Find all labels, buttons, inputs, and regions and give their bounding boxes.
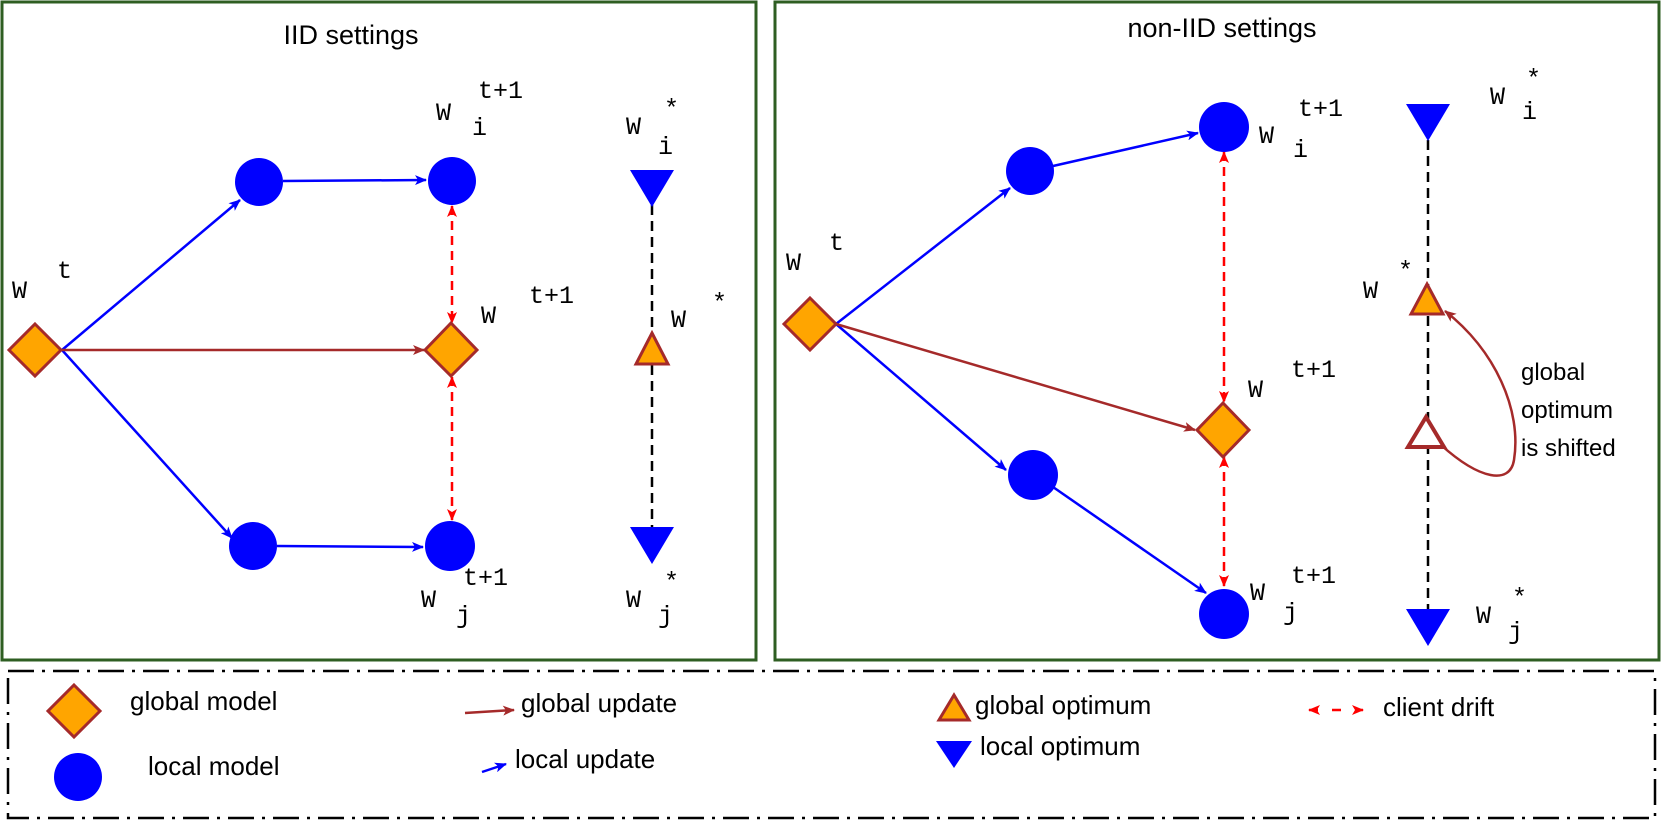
noniid-label-wi-star-main: W xyxy=(1490,83,1505,112)
iid-global-optimum xyxy=(633,329,671,366)
legend-global-model-icon xyxy=(45,682,103,740)
noniid-label-wt-main: W xyxy=(786,249,801,278)
noniid-label-wi-star-sub: i xyxy=(1522,98,1537,127)
noniid-global-model-wt1 xyxy=(1194,400,1252,460)
iid-local-model-wj xyxy=(425,521,475,571)
iid-local-update-arrow-j xyxy=(276,541,424,552)
iid-label-wj-t1-sup: t+1 xyxy=(463,564,508,593)
noniid-annotation-line-2: optimum xyxy=(1521,397,1613,424)
noniid-global-model-wt xyxy=(781,295,839,353)
iid-label-wi-t1-main: W xyxy=(436,99,451,128)
legend-global-update-label: global update xyxy=(521,688,677,718)
iid-label-wi-t1-sub: i xyxy=(472,114,487,143)
noniid-shifted-optimum xyxy=(1404,413,1448,449)
noniid-label-wi-t1-sub: i xyxy=(1293,136,1308,165)
noniid-local-optimum-i xyxy=(1406,104,1450,141)
noniid-local-model-wi xyxy=(1199,102,1249,152)
noniid-label-w-t1-sup: t+1 xyxy=(1291,356,1336,385)
noniid-local-update-arrow-j xyxy=(1052,485,1207,595)
iid-local-model-upper xyxy=(235,158,283,206)
iid-label-w-star-sup: * xyxy=(712,289,727,318)
legend-local-model-label: local model xyxy=(148,751,280,781)
iid-panel: IID settings W t W t+1 i W t+1 W t+1 j W… xyxy=(0,0,758,662)
noniid-label-wi-t1-main: W xyxy=(1259,122,1274,151)
noniid-annotation-line-3: is shifted xyxy=(1521,435,1616,462)
noniid-label-w-t1-main: W xyxy=(1248,376,1263,405)
legend-local-model-icon xyxy=(54,753,102,801)
iid-local-update-arrow-upper xyxy=(61,199,241,351)
noniid-local-optimum-j xyxy=(1406,609,1450,646)
noniid-label-wi-t1-sup: t+1 xyxy=(1298,95,1343,124)
legend-global-model-label: global model xyxy=(130,686,277,716)
legend-client-drift-label: client drift xyxy=(1383,692,1495,722)
noniid-label-wj-t1-main: W xyxy=(1250,579,1265,608)
iid-global-model-wt xyxy=(6,321,64,379)
noniid-label-w-star-main: W xyxy=(1363,277,1378,306)
iid-local-optimum-j xyxy=(630,527,674,564)
iid-panel-border xyxy=(0,0,758,662)
iid-label-w-star-main: W xyxy=(671,306,686,335)
noniid-label-wj-star-sub: j xyxy=(1508,618,1523,647)
noniid-local-update-arrow-i xyxy=(1052,130,1199,168)
noniid-panel: non-IID settings W t W t+1 i W t+1 W t+1… xyxy=(773,0,1661,662)
noniid-local-update-arrow-lower xyxy=(835,323,1007,471)
iid-label-wt-main: W xyxy=(12,277,27,306)
iid-local-optimum-i xyxy=(630,170,674,207)
noniid-annotation-line-1: global xyxy=(1521,359,1585,386)
noniid-panel-border xyxy=(773,0,1661,662)
iid-global-model-wt1 xyxy=(422,320,480,379)
iid-label-wj-t1-main: W xyxy=(421,586,436,615)
iid-label-wi-t1-sup: t+1 xyxy=(478,77,523,106)
iid-label-wi-star-sup: * xyxy=(664,95,679,124)
legend-local-optimum-icon xyxy=(936,741,972,768)
iid-label-w-t1-sup: t+1 xyxy=(529,282,574,311)
iid-local-update-arrow-i xyxy=(282,175,427,186)
noniid-global-update-arrow xyxy=(835,322,1196,432)
legend-global-update-icon xyxy=(464,705,515,716)
legend-global-optimum-label: global optimum xyxy=(975,690,1151,720)
legend-local-update-label: local update xyxy=(515,744,655,774)
noniid-local-update-arrow-upper xyxy=(835,187,1011,325)
noniid-label-wj-t1-sub: j xyxy=(1283,599,1298,628)
noniid-global-optimum xyxy=(1408,280,1446,316)
legend-border xyxy=(6,669,1657,820)
noniid-local-model-upper xyxy=(1006,147,1054,195)
iid-label-wt-sup: t xyxy=(57,257,72,286)
iid-panel-title: IID settings xyxy=(283,20,418,50)
legend: global model local model global update l… xyxy=(6,669,1657,820)
iid-label-w-t1-main: W xyxy=(481,302,496,331)
legend-local-optimum-label: local optimum xyxy=(980,731,1140,761)
legend-local-update-icon xyxy=(481,762,507,774)
iid-label-wi-star-main: W xyxy=(626,113,641,142)
iid-label-wj-star-sub: j xyxy=(658,602,673,631)
noniid-local-model-wj xyxy=(1199,589,1249,639)
iid-local-model-lower xyxy=(229,522,277,570)
noniid-label-wi-star-sup: * xyxy=(1526,65,1541,94)
noniid-label-wj-t1-sup: t+1 xyxy=(1291,562,1336,591)
iid-local-model-wi xyxy=(428,157,476,205)
noniid-label-wt-sup: t xyxy=(829,229,844,258)
noniid-panel-title: non-IID settings xyxy=(1127,13,1316,43)
noniid-local-model-lower xyxy=(1008,450,1058,500)
legend-global-optimum-icon xyxy=(936,692,972,722)
iid-label-wi-star-sub: i xyxy=(658,133,673,162)
noniid-label-wj-star-main: W xyxy=(1476,602,1491,631)
iid-local-update-arrow-lower xyxy=(61,349,233,539)
noniid-label-w-star-sup: * xyxy=(1398,257,1413,286)
iid-label-wj-star-main: W xyxy=(626,586,641,615)
noniid-shift-curve-arrow xyxy=(1440,310,1517,477)
iid-label-wj-t1-sub: j xyxy=(456,602,471,631)
noniid-label-wj-star-sup: * xyxy=(1512,584,1527,613)
iid-label-wj-star-sup: * xyxy=(664,568,679,597)
